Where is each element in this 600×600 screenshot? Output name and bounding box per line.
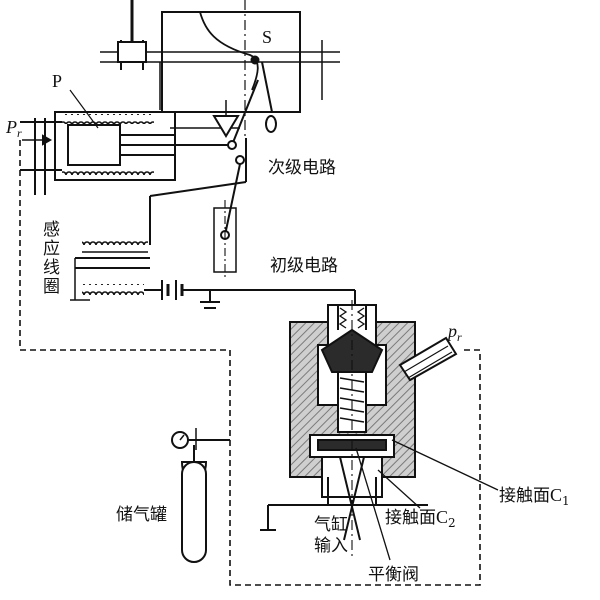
secondary-circuit-label: 次级电路	[268, 158, 336, 178]
pressure-right-label: pr	[448, 321, 462, 343]
gas-tank-label: 储气罐	[116, 505, 167, 525]
contact-c1-text: 接触面	[499, 486, 550, 506]
breaker-switch	[149, 61, 277, 280]
magneto-label: S	[262, 27, 273, 47]
pressure-right-symbol: p	[448, 321, 457, 341]
valve-body	[260, 300, 458, 560]
contact-c2-text: 接触面	[385, 508, 436, 528]
contact-c1-subscript: 1	[562, 494, 570, 508]
balance-valve-label: 平衡阀	[368, 565, 419, 585]
pressure-left-subscript: r	[17, 126, 22, 140]
gas-tank	[171, 428, 230, 563]
contact-c1-letter: C	[550, 485, 563, 505]
battery	[161, 280, 356, 309]
induction-coil-label: 感应线圈	[39, 220, 59, 296]
induction-coil	[70, 238, 162, 301]
contact-c2-letter: C	[436, 507, 449, 527]
pressure-left-symbol: P	[6, 117, 17, 137]
contact-c1-label: 接触面C1	[499, 485, 570, 508]
primary-circuit-label: 初级电路	[270, 256, 338, 276]
pressure-right-subscript: r	[457, 330, 462, 344]
magneto-drum	[100, 0, 340, 140]
contact-c2-subscript: 2	[448, 516, 456, 530]
pressure-left-label: Pr	[6, 117, 22, 139]
spring-assembly	[20, 89, 240, 195]
spring-label: P	[52, 71, 63, 91]
gas-line-dashed	[19, 140, 481, 586]
cylinder-input-label: 气缸输入	[314, 515, 348, 557]
contact-c2-label: 接触面C2	[385, 507, 456, 530]
leader-lines	[355, 439, 499, 561]
